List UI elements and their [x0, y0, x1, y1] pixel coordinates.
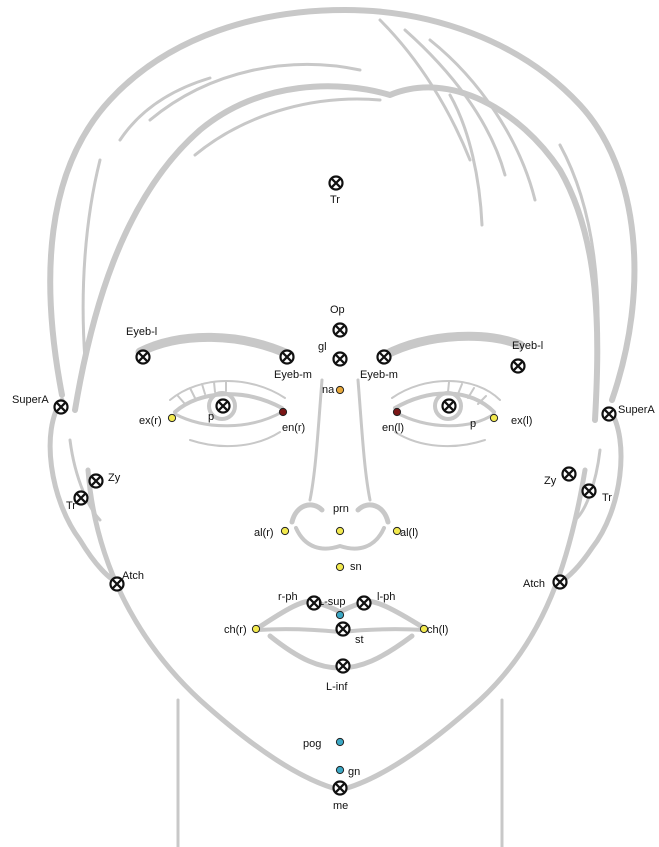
marker-tr-top — [330, 177, 343, 190]
label-prn: prn — [333, 503, 349, 515]
marker-p-left — [443, 400, 456, 413]
label-p-left: p — [470, 418, 476, 430]
label-tr-right: Tr — [66, 500, 76, 512]
label-gl: gl — [318, 341, 327, 353]
label-en-l: en(l) — [382, 422, 404, 434]
eye-right-crease — [170, 381, 285, 400]
label-eyeb-m-right: Eyeb-m — [274, 369, 312, 381]
label-tr-top: Tr — [330, 194, 340, 206]
label-tr-left: Tr — [602, 492, 612, 504]
label-atch-left: Atch — [523, 578, 545, 590]
marker-l-ph — [358, 597, 371, 610]
eyebrow-right — [140, 337, 290, 355]
landmark-labels: Tr Op gl na Eyeb-l Eyeb-m Eyeb-m Eyeb-l … — [12, 194, 655, 812]
label-p-right: p — [208, 411, 214, 423]
label-ch-l: ch(l) — [427, 624, 448, 636]
label-al-l: al(l) — [400, 527, 418, 539]
marker-op — [334, 324, 347, 337]
hair-strand — [150, 64, 360, 120]
marker-al-r — [281, 527, 288, 534]
nostril-left — [358, 505, 388, 522]
label-sn: sn — [350, 561, 362, 573]
label-supera-left: SuperA — [618, 404, 655, 416]
marker-sn — [336, 563, 343, 570]
eye-right-under — [190, 432, 280, 446]
label-pog: pog — [303, 738, 321, 750]
label-zy-left: Zy — [544, 475, 557, 487]
marker-p-right — [217, 400, 230, 413]
marker-st — [337, 623, 350, 636]
label-l-inf: L-inf — [326, 681, 348, 693]
marker-pog — [336, 738, 343, 745]
label-zy-right: Zy — [108, 472, 121, 484]
marker-eyeb-m-left — [378, 351, 391, 364]
marker-ex-l — [490, 414, 497, 421]
label-l-sup: L-sup — [318, 596, 346, 608]
label-ex-l: ex(l) — [511, 415, 532, 427]
label-en-r: en(r) — [282, 422, 305, 434]
marker-en-r — [279, 408, 286, 415]
marker-me — [334, 782, 347, 795]
marker-zy-right — [90, 475, 103, 488]
marker-eyeb-l-left — [512, 360, 525, 373]
label-gn: gn — [348, 766, 360, 778]
marker-ch-r — [252, 625, 259, 632]
label-me: me — [333, 800, 348, 812]
marker-na — [336, 386, 343, 393]
label-eyeb-l-left: Eyeb-l — [512, 340, 543, 352]
face-sketch — [50, 10, 634, 847]
marker-gl — [334, 353, 347, 366]
label-ex-r: ex(r) — [139, 415, 162, 427]
marker-en-l — [393, 408, 400, 415]
label-l-ph: l-ph — [377, 591, 395, 603]
marker-eyeb-m-right — [281, 351, 294, 364]
marker-supera-left — [603, 408, 616, 421]
nose-bridge-left — [358, 380, 370, 500]
marker-tr-right — [75, 492, 88, 505]
eyebrow-left — [385, 336, 520, 355]
label-ch-r: ch(r) — [224, 624, 247, 636]
marker-eyeb-l-right — [137, 351, 150, 364]
landmark-markers — [55, 177, 616, 795]
marker-gn — [336, 766, 343, 773]
label-na: na — [322, 384, 335, 396]
label-op: Op — [330, 304, 345, 316]
label-eyeb-l-right: Eyeb-l — [126, 326, 157, 338]
label-st: st — [355, 634, 364, 646]
marker-ex-r — [168, 414, 175, 421]
marker-atch-left — [554, 576, 567, 589]
hair-strand — [195, 99, 380, 155]
label-r-ph: r-ph — [278, 591, 298, 603]
nose-bridge-right — [310, 380, 322, 500]
marker-l-inf — [337, 660, 350, 673]
eye-left-under — [395, 432, 485, 446]
marker-l-sup — [336, 611, 343, 618]
label-eyeb-m-left: Eyeb-m — [360, 369, 398, 381]
label-supera-right: SuperA — [12, 394, 49, 406]
label-al-r: al(r) — [254, 527, 274, 539]
label-atch-right: Atch — [122, 570, 144, 582]
nostril-right — [292, 505, 322, 522]
marker-prn — [336, 527, 343, 534]
marker-zy-left — [563, 468, 576, 481]
marker-supera-right — [55, 401, 68, 414]
marker-tr-left — [583, 485, 596, 498]
